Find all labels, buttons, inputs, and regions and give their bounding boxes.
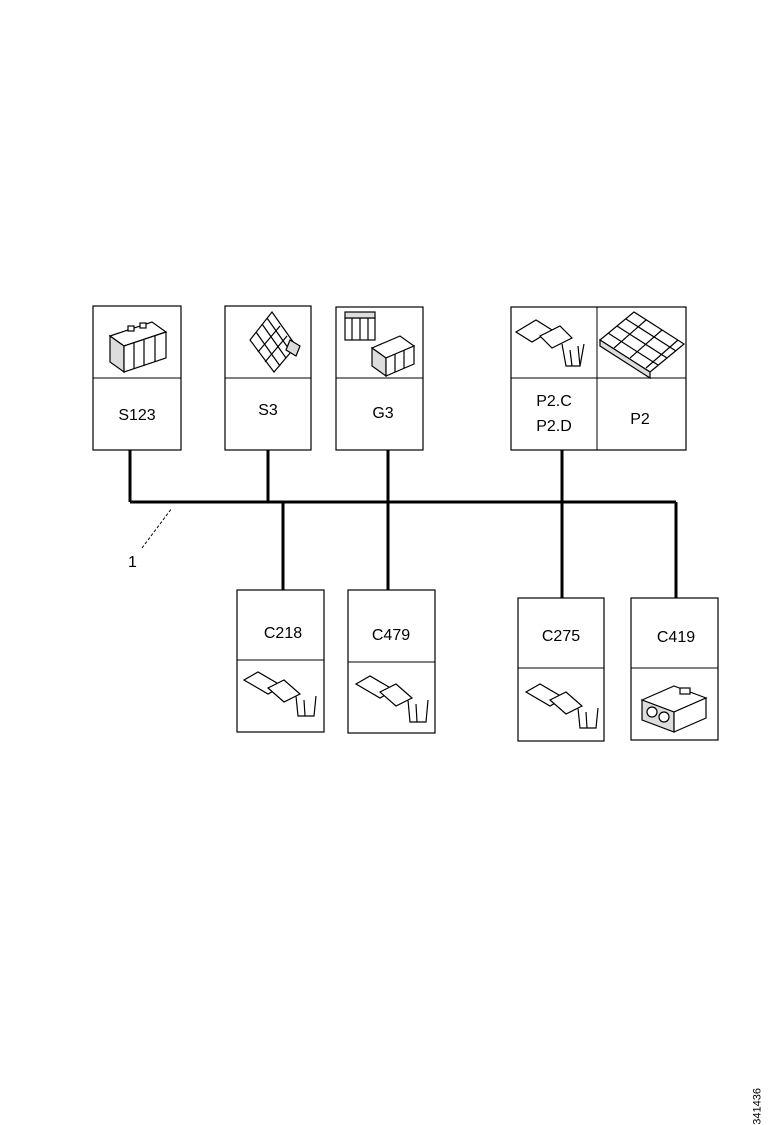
connector-box-c275: C275 [517, 597, 605, 742]
connector-label-p2d: P2.D [536, 418, 572, 435]
connector-label-s3: S3 [258, 402, 278, 419]
connector-label-c479: C479 [372, 627, 410, 644]
connector-housing-icon [640, 685, 708, 733]
connector-strip-icon [598, 311, 686, 380]
connector-label-s123: S123 [118, 407, 155, 424]
angled-connector-icon [249, 310, 301, 373]
figure-code: 341436 [752, 1088, 764, 1125]
wiring-diagram: 1 S123 S3 [92, 305, 719, 742]
connector-label-g3: G3 [372, 405, 393, 422]
terminal-pin-icon [354, 675, 429, 723]
connector-box-s3: S3 [224, 305, 312, 451]
terminal-pin-icon [524, 683, 599, 729]
harness-lines [128, 450, 678, 598]
connector-housing-icon [108, 321, 168, 374]
callout-label: 1 [128, 554, 137, 571]
connector-box-g3: G3 [335, 306, 424, 451]
callout-1: 1 [128, 507, 173, 571]
connector-label-p2: P2 [630, 411, 650, 428]
connector-label-c275: C275 [542, 628, 580, 645]
terminal-pin-icon [514, 319, 585, 367]
terminal-pin-icon [242, 671, 317, 717]
connector-box-p2: P2.C P2.D P2 [510, 306, 687, 451]
socket-pair-icon [344, 311, 416, 378]
connector-box-s123: S123 [92, 305, 182, 451]
connector-label-p2c: P2.C [536, 393, 572, 410]
connector-box-c479: C479 [347, 589, 436, 734]
connector-label-c419: C419 [657, 629, 695, 646]
connector-box-c218: C218 [236, 589, 325, 733]
connector-box-c419: C419 [630, 597, 719, 741]
connector-label-c218: C218 [264, 625, 302, 642]
